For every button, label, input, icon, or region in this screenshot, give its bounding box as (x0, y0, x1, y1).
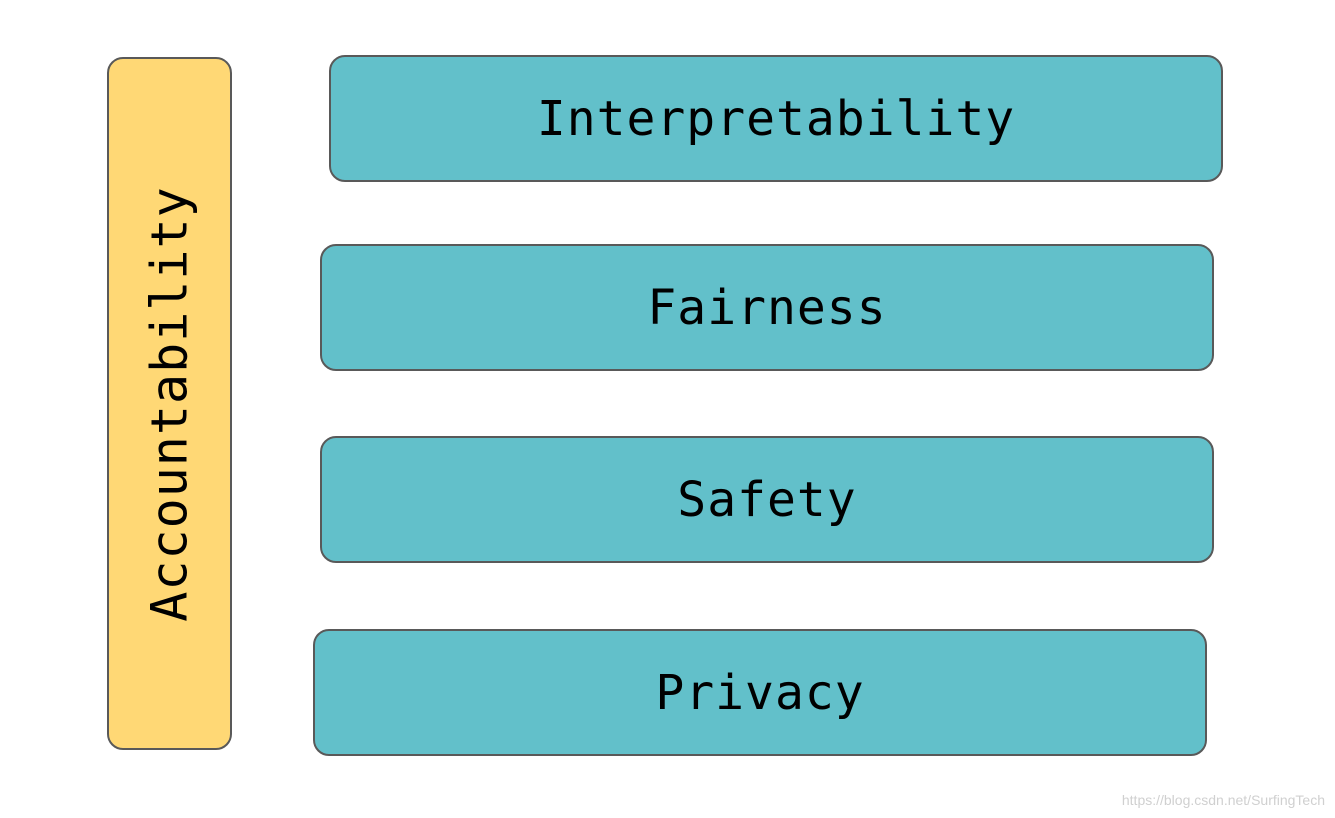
pillar-safety: Safety (320, 436, 1214, 563)
pillar-interpretability: Interpretability (329, 55, 1223, 182)
pillar-label: Safety (677, 471, 857, 528)
accountability-box: Accountability (107, 57, 232, 750)
pillar-label: Fairness (647, 279, 887, 336)
pillar-label: Interpretability (536, 90, 1016, 147)
pillar-fairness: Fairness (320, 244, 1214, 371)
pillar-label: Privacy (655, 664, 865, 721)
pillar-privacy: Privacy (313, 629, 1207, 756)
watermark-text: https://blog.csdn.net/SurfingTech (1121, 792, 1325, 808)
accountability-label: Accountability (140, 185, 199, 622)
